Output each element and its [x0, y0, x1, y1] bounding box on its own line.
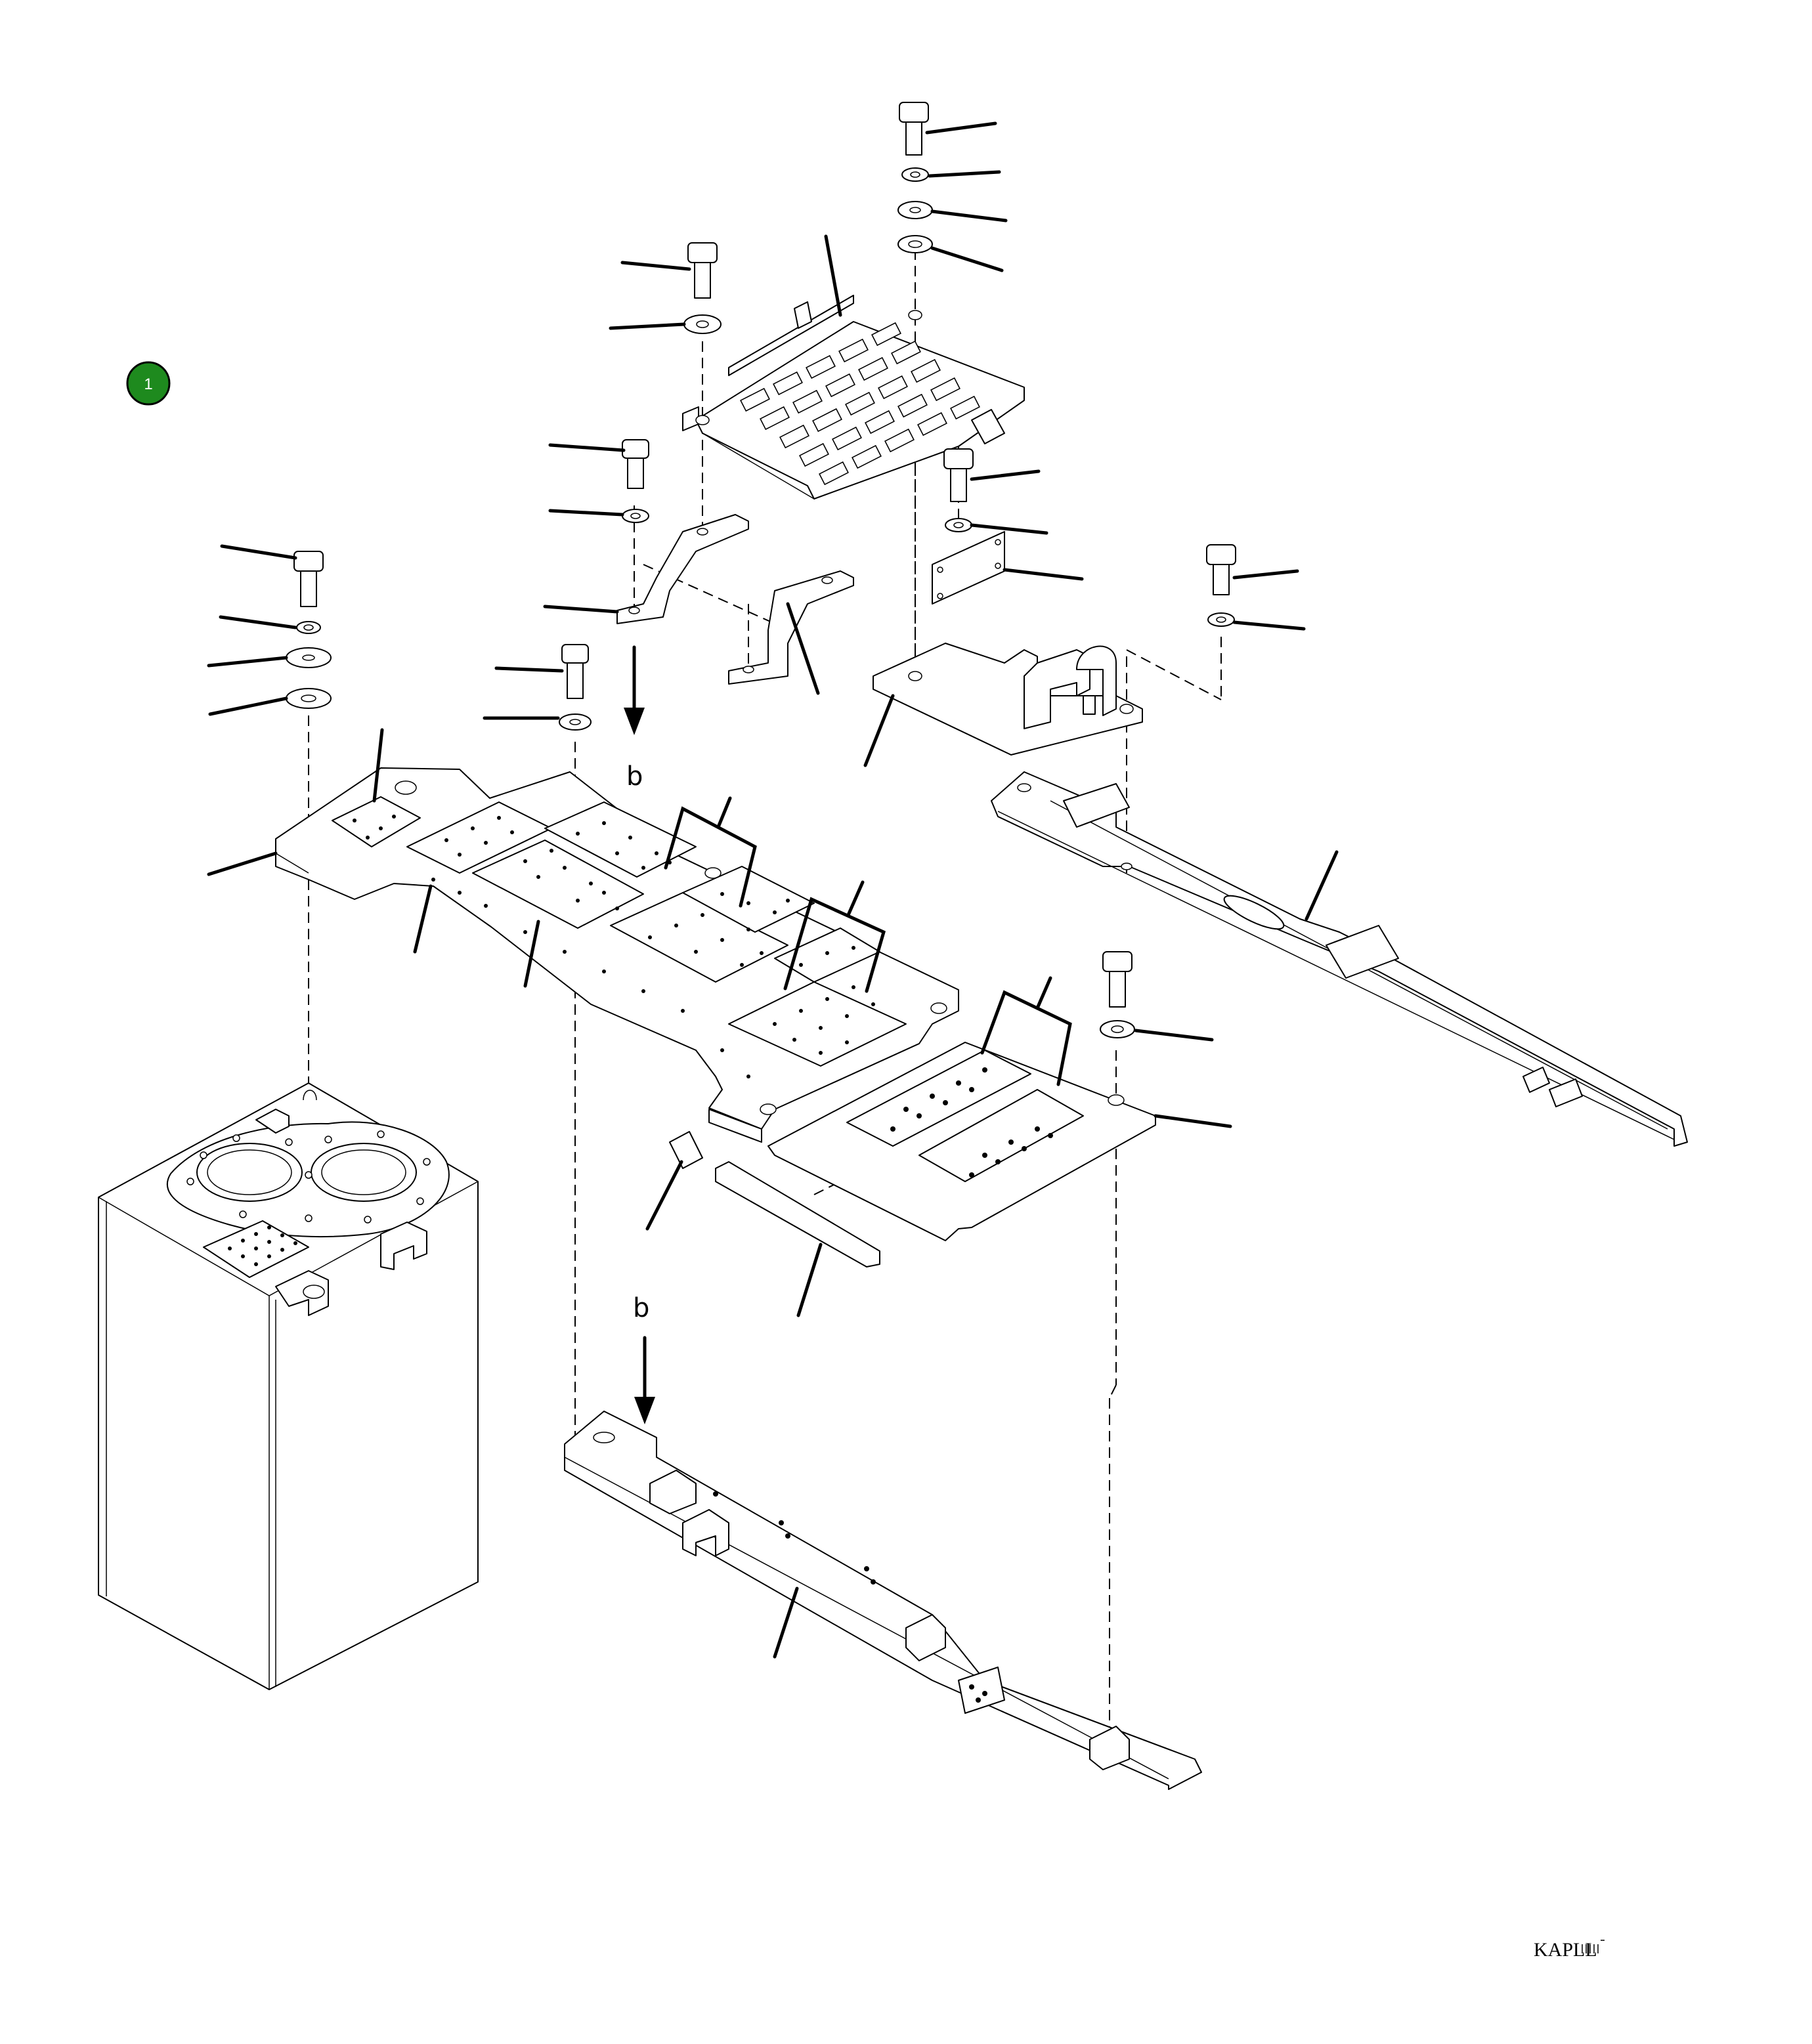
lower-frame-rail [564, 1411, 1202, 1790]
bolt-6 [286, 551, 332, 709]
view-label-b-lower: b [633, 1293, 649, 1323]
fuel-tank [98, 1082, 479, 1690]
bolt-4 [943, 448, 974, 532]
bolt-7 [559, 644, 592, 731]
hinge-mount-plate [873, 643, 1143, 756]
battery-tray-slots [740, 322, 980, 486]
figure-badge[interactable]: 1 [126, 361, 171, 406]
drawing-code: KAPLL [1534, 1939, 1605, 1961]
figure-badge-label: 1 [144, 375, 152, 393]
drawing-code-text: KAPLL [1534, 1939, 1597, 1961]
view-arrow-b-upper: b [624, 645, 645, 792]
drawing-code-barcode [1582, 1940, 1605, 1953]
floor-plate-perforations [353, 815, 875, 1078]
side-rail-right [991, 771, 1688, 1147]
bolt-2 [683, 242, 722, 334]
view-arrow-b-lower: b [633, 1293, 655, 1424]
floor-plate [275, 767, 959, 1143]
cover-plate [932, 531, 1005, 605]
bolt-1 [897, 102, 933, 253]
tray-support-brackets [616, 514, 854, 685]
callout-leader-lines [207, 121, 1339, 1659]
bolt-5 [1206, 544, 1236, 627]
view-label-b-upper: b [626, 761, 643, 792]
floor-plate-step [767, 1042, 1156, 1241]
seal-block [669, 1131, 880, 1267]
bolt-3 [622, 439, 649, 523]
battery-tray [682, 295, 1025, 500]
bolt-8 [1100, 951, 1135, 1038]
